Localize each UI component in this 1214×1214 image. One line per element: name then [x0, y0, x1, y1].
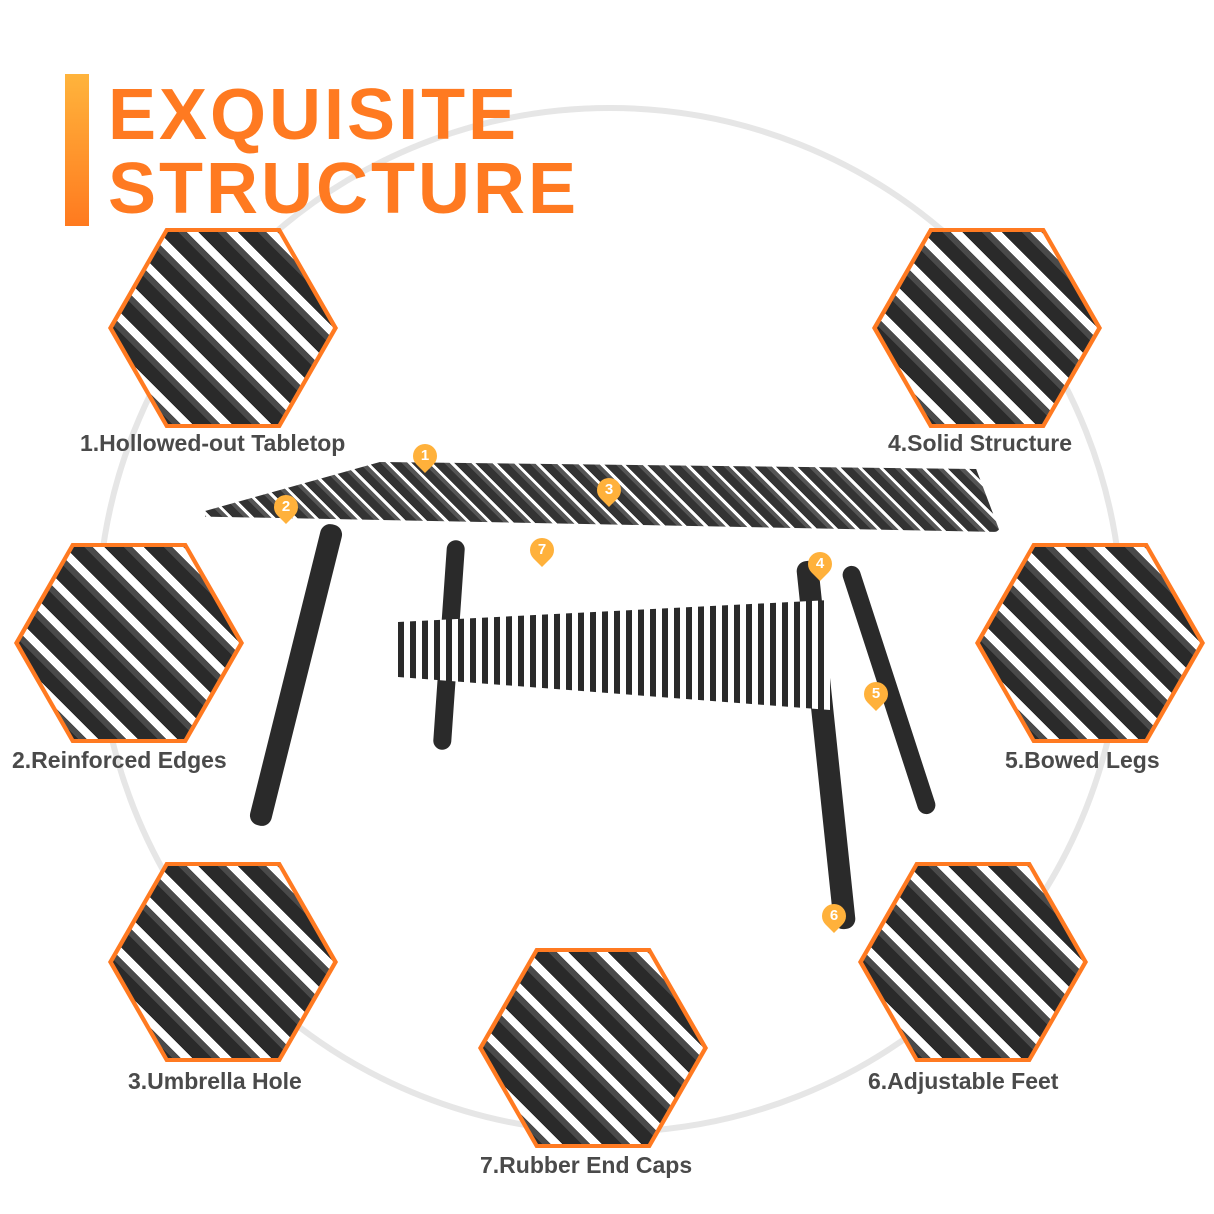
feature-image-rubber-end-caps — [478, 948, 708, 1148]
feature-label-rubber-end-caps: 7.Rubber End Caps — [480, 1152, 693, 1178]
marker-pin-5: 5 — [859, 677, 893, 711]
marker-pin-2: 2 — [269, 490, 303, 524]
feature-label-hollowed-out-tabletop: 1.Hollowed-out Tabletop — [80, 430, 346, 456]
feature-label-reinforced-edges: 2.Reinforced Edges — [12, 747, 227, 773]
page-title: EXQUISITE STRUCTURE — [108, 78, 579, 226]
feature-label-adjustable-feet: 6.Adjustable Feet — [868, 1068, 1059, 1094]
title-line-1: EXQUISITE — [108, 75, 520, 155]
feature-image-hollowed-out-tabletop — [108, 228, 338, 428]
title-accent-bar — [65, 74, 89, 226]
marker-pin-1: 1 — [408, 439, 442, 473]
feature-label-umbrella-hole: 3.Umbrella Hole — [128, 1068, 302, 1094]
feature-label-bowed-legs: 5.Bowed Legs — [1005, 747, 1160, 773]
marker-pin-7: 7 — [525, 533, 559, 567]
feature-label-solid-structure: 4.Solid Structure — [888, 430, 1073, 456]
marker-pin-4: 4 — [803, 547, 837, 581]
marker-pin-3: 3 — [592, 473, 626, 507]
title-line-2: STRUCTURE — [108, 149, 579, 229]
marker-pin-6: 6 — [817, 899, 851, 933]
